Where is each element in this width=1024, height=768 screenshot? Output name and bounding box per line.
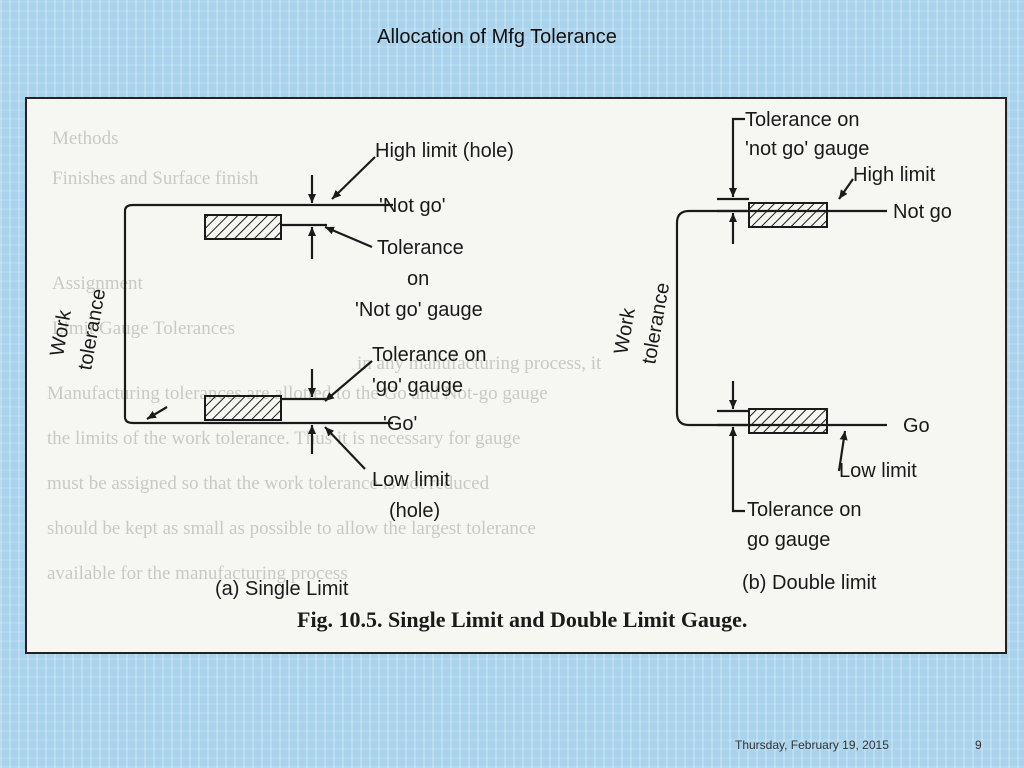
label-tol-nogo-a1: Tolerance xyxy=(377,237,464,259)
single-limit-diagram xyxy=(123,156,393,470)
label-high-limit-b: High limit xyxy=(853,164,936,186)
gauge-figure: Methods Finishes and Surface finish Assi… xyxy=(25,97,1007,654)
label-low-limit-a2: (hole) xyxy=(389,500,440,522)
label-tol-nogo-b1: Tolerance on xyxy=(745,109,860,131)
svg-text:available for the manufacturin: available for the manufacturing process xyxy=(47,563,348,584)
double-hatched-gauges xyxy=(748,202,828,434)
label-tol-nogo-b2: 'not go' gauge xyxy=(745,138,869,160)
label-low-limit-b: Low limit xyxy=(839,460,917,482)
label-tol-go-b2: go gauge xyxy=(747,529,830,551)
single-hatched-gauges xyxy=(204,214,282,421)
label-tol-go-b1: Tolerance on xyxy=(747,499,862,521)
label-work-b2: tolerance xyxy=(638,281,674,366)
svg-text:Assignment: Assignment xyxy=(52,273,144,294)
svg-text:must be assigned so that the w: must be assigned so that the work tolera… xyxy=(47,473,490,494)
label-tol-nogo-a3: 'Not go' gauge xyxy=(355,299,483,321)
svg-text:in any manufacturing process,: in any manufacturing process, it xyxy=(357,353,602,374)
svg-text:Finishes and Surface finish: Finishes and Surface finish xyxy=(52,168,259,189)
svg-text:should be kept as small as pos: should be kept as small as possible to a… xyxy=(47,518,536,539)
page-number: 9 xyxy=(975,738,982,752)
label-go-a: 'Go' xyxy=(383,413,417,435)
label-tol-go-a2: 'go' gauge xyxy=(372,375,463,397)
svg-text:Methods: Methods xyxy=(52,128,119,149)
subcaption-double: (b) Double limit xyxy=(742,572,877,594)
label-tol-nogo-a2: on xyxy=(407,268,429,290)
label-high-limit-hole: High limit (hole) xyxy=(375,140,514,162)
gauge-diagram: Methods Finishes and Surface finish Assi… xyxy=(46,109,952,632)
slide-title: Allocation of Mfg Tolerance xyxy=(377,26,617,48)
label-not-go-b: Not go xyxy=(893,201,952,223)
svg-text:Limit Gauge Tolerances: Limit Gauge Tolerances xyxy=(52,318,235,339)
subcaption-single: (a) Single Limit xyxy=(215,578,349,600)
label-not-go-a: 'Not go' xyxy=(379,195,446,217)
label-work-b1: Work xyxy=(610,305,640,355)
label-low-limit-a1: Low limit xyxy=(372,469,450,491)
footer-date: Thursday, February 19, 2015 xyxy=(735,738,889,752)
show-through-text: Methods Finishes and Surface finish Assi… xyxy=(47,128,602,584)
svg-text:the limits of the work toleran: the limits of the work tolerance. Thus i… xyxy=(47,428,520,449)
label-work-a1: Work xyxy=(46,307,76,357)
label-go-b: Go xyxy=(903,415,930,437)
svg-text:Manufacturing tolerances are a: Manufacturing tolerances are allotted to… xyxy=(47,383,548,404)
figure-caption: Fig. 10.5. Single Limit and Double Limit… xyxy=(297,607,747,632)
label-tol-go-a1: Tolerance on xyxy=(372,344,487,366)
